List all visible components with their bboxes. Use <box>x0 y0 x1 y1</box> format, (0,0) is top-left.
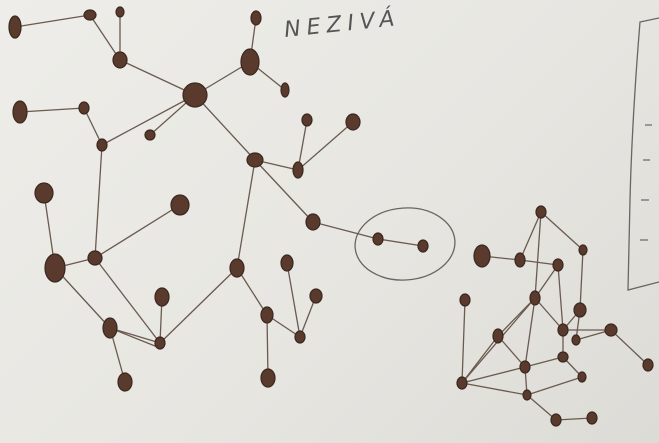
selection-ellipse <box>354 207 456 281</box>
node <box>557 351 569 363</box>
node <box>44 253 66 283</box>
nodes-right <box>456 205 654 427</box>
node <box>301 113 313 127</box>
node <box>102 317 118 339</box>
node <box>117 372 133 392</box>
node <box>280 254 294 272</box>
node <box>154 287 170 307</box>
edges-right <box>461 211 649 421</box>
node <box>260 306 274 324</box>
node <box>87 250 103 266</box>
node <box>417 239 429 253</box>
node <box>170 194 190 216</box>
node <box>12 100 28 124</box>
node <box>294 330 306 344</box>
node <box>34 182 54 204</box>
node <box>229 258 245 278</box>
node <box>182 82 208 108</box>
node <box>586 411 598 425</box>
handwritten-heading: NEZIVÁ <box>283 5 402 43</box>
node <box>292 161 304 179</box>
edges-left <box>14 11 424 383</box>
node <box>115 6 125 18</box>
node <box>573 302 587 318</box>
node <box>550 413 562 427</box>
node <box>280 82 290 98</box>
node <box>83 9 97 21</box>
node <box>529 290 541 306</box>
node <box>260 368 276 388</box>
node <box>309 288 323 304</box>
node <box>96 138 108 152</box>
node <box>552 258 564 272</box>
node <box>372 232 384 246</box>
node <box>535 205 547 219</box>
node <box>492 328 504 344</box>
node <box>345 113 361 131</box>
node <box>250 10 262 26</box>
node <box>578 244 588 256</box>
node <box>246 152 264 168</box>
nodes-left <box>8 6 429 392</box>
node <box>514 252 526 268</box>
node <box>112 51 128 69</box>
node <box>154 336 166 350</box>
node <box>642 358 654 372</box>
node <box>240 48 260 76</box>
node <box>8 15 22 39</box>
node <box>577 371 587 383</box>
node <box>557 323 569 337</box>
node <box>305 213 321 231</box>
node <box>571 334 581 346</box>
node <box>604 323 618 337</box>
node <box>522 389 532 401</box>
node <box>78 101 90 115</box>
node <box>519 360 531 374</box>
node <box>144 129 156 141</box>
node <box>459 293 471 307</box>
node <box>456 376 468 390</box>
side-panel <box>627 17 659 291</box>
node <box>473 244 491 268</box>
